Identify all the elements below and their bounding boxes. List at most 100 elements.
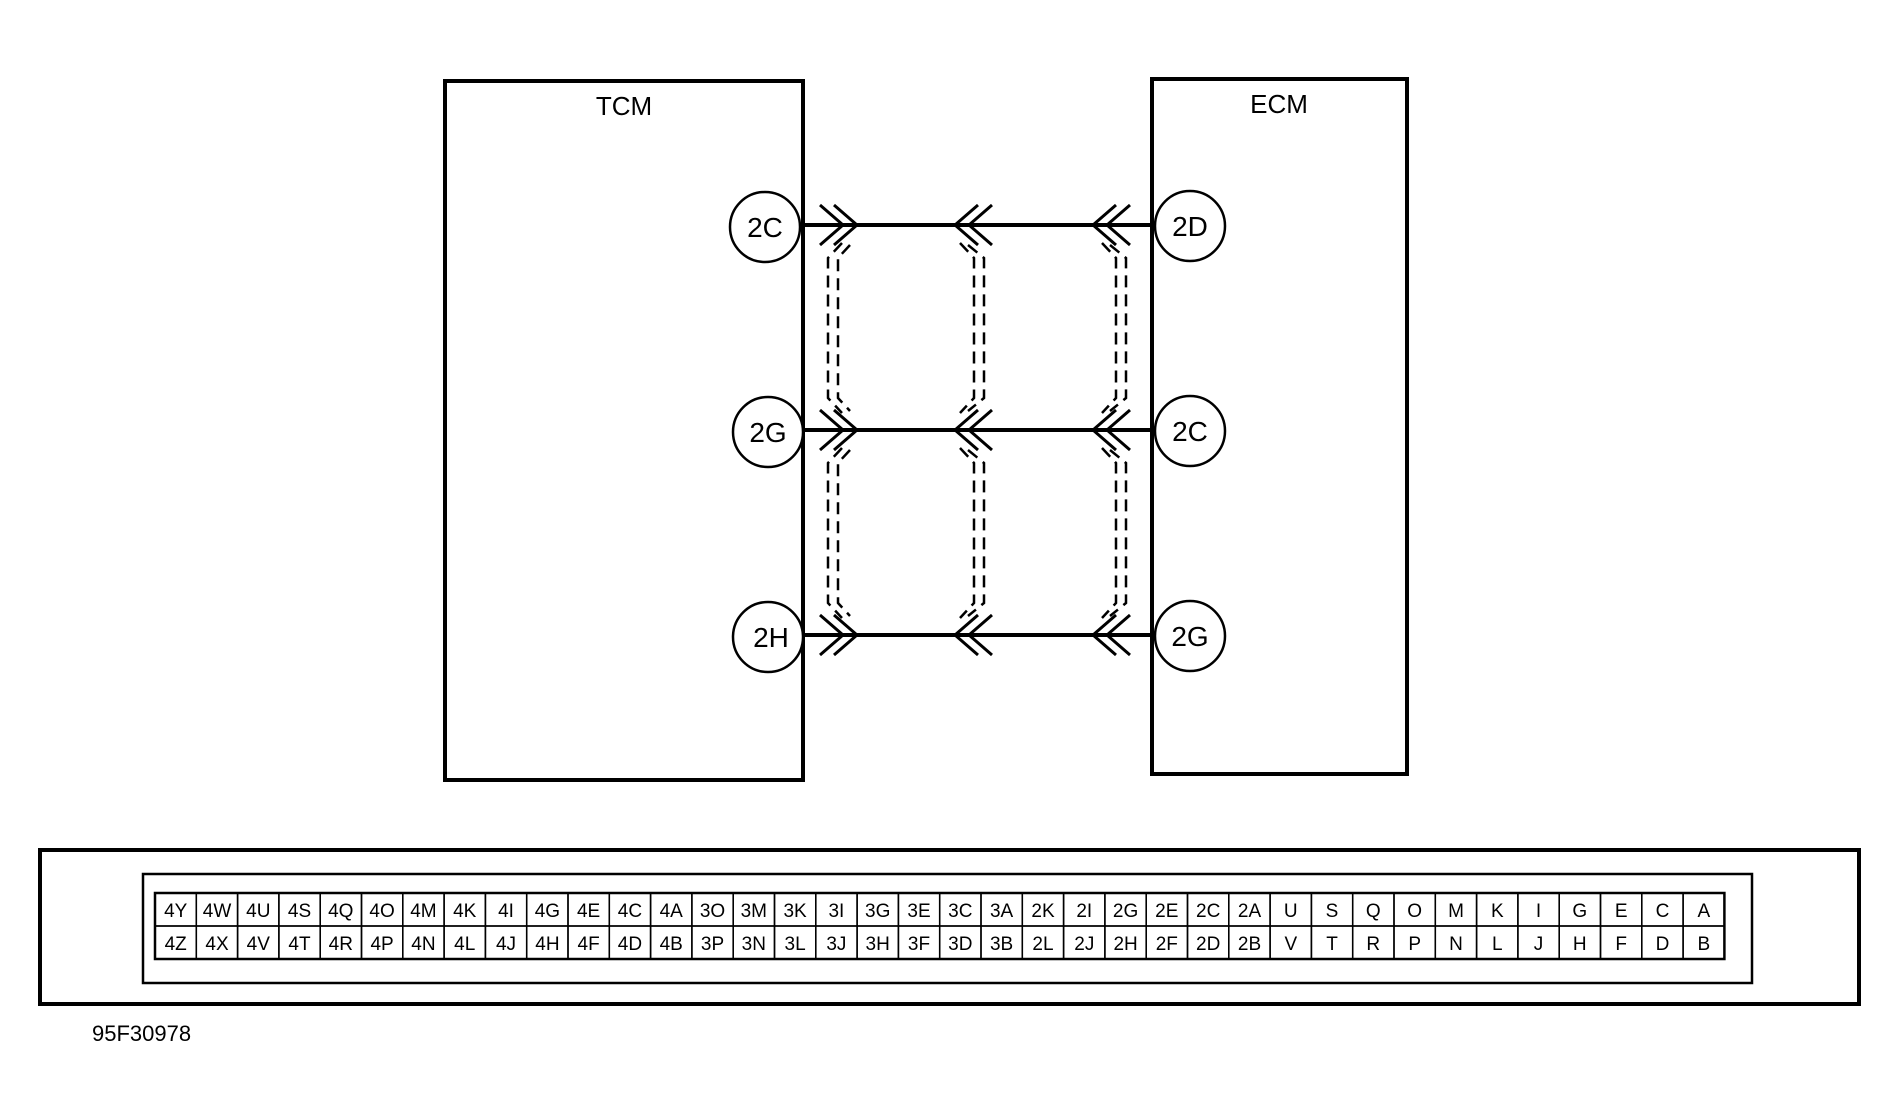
connector-pin-label: K (1491, 901, 1504, 922)
connector-chevrons (819, 203, 1131, 657)
connector-pin-label: F (1615, 934, 1627, 955)
connector-outer-frame (38, 848, 1861, 1006)
ecm-pin-1: 2D (1153, 189, 1227, 263)
connector-pin-label: J (1534, 934, 1544, 955)
tcm-pin-2: 2G (731, 395, 805, 469)
connector-pin-label: 4H (535, 934, 559, 955)
connector-pin-label: C (1656, 901, 1670, 922)
connector-pin-label: 4C (618, 901, 642, 922)
ecm-pin-1-label: 2D (1172, 211, 1208, 242)
connector-pin-label: M (1448, 901, 1464, 922)
connector-pin-label: 2D (1196, 934, 1220, 955)
connector-pin-label: N (1449, 934, 1463, 955)
connector-pin-label: 4E (577, 901, 600, 922)
connector-pin-label: I (1536, 901, 1541, 922)
connector-pin-label: T (1326, 934, 1338, 955)
connector-pin-label: Q (1366, 901, 1381, 922)
ecm-module: ECM (1150, 77, 1409, 776)
connector-pin-label: 4T (288, 934, 311, 955)
tcm-pins: 2C 2G 2H (728, 190, 805, 674)
connector-pin-label: 4N (411, 934, 435, 955)
tcm-pin-1-label: 2C (747, 212, 783, 243)
connector-pin-label: L (1492, 934, 1503, 955)
connector-pin-label: 4B (660, 934, 683, 955)
connector-pin-label: O (1407, 901, 1422, 922)
connector-pin-label: 2I (1076, 901, 1092, 922)
connector-pin-label: 4R (329, 934, 353, 955)
connector-pin-label: 3B (990, 934, 1013, 955)
connector-pin-label: 4I (498, 901, 514, 922)
connector-pin-label: 4Q (328, 901, 353, 922)
connector-pin-label: 2L (1032, 934, 1053, 955)
shield-lines (826, 242, 1128, 619)
connector-pin-label: E (1615, 901, 1628, 922)
ecm-pin-2: 2C (1153, 394, 1227, 468)
connector-pin-label: 4K (453, 901, 477, 922)
connector-pin-label: 2F (1156, 934, 1178, 955)
ecm-pins: 2D 2C 2G (1153, 189, 1227, 673)
connector-pin-label: 3A (990, 901, 1014, 922)
connector-pin-label: 3I (828, 901, 844, 922)
connector-pin-label: R (1366, 934, 1380, 955)
connector-pin-label: 4V (247, 934, 271, 955)
tcm-pin-3: 2H (731, 600, 805, 674)
connector-pin-label: 4W (203, 901, 232, 922)
connector-pin-label: 4Z (165, 934, 188, 955)
ecm-pin-3-label: 2G (1171, 621, 1208, 652)
connector-pin-label: 4S (288, 901, 311, 922)
connector-pin-label: 3O (700, 901, 725, 922)
connector-pin-label: 2E (1155, 901, 1178, 922)
figure-id: 95F30978 (92, 1021, 191, 1046)
connector-pin-label: 2K (1031, 901, 1055, 922)
connector-pin-label: 4M (410, 901, 436, 922)
connector-pin-label: 4P (370, 934, 393, 955)
connector-inner-frame (141, 872, 1754, 985)
connector-pin-label: 2H (1113, 934, 1137, 955)
connector-pin-label: 4J (496, 934, 516, 955)
connector-pin-label: 4F (578, 934, 600, 955)
connector-pin-label: 3G (865, 901, 890, 922)
connector-pin-label: 3C (948, 901, 972, 922)
connector-pin-label: 3P (701, 934, 724, 955)
connector-pin-label: 4U (246, 901, 270, 922)
tcm-pin-2-label: 2G (749, 417, 786, 448)
connector-pin-label: 3H (866, 934, 890, 955)
connector-pin-label: 2C (1196, 901, 1220, 922)
connector-pin-label: 4O (369, 901, 394, 922)
connector-pin-label: 3M (741, 901, 767, 922)
connector-pin-label: 3K (783, 901, 807, 922)
connector-pin-cell (1682, 925, 1726, 960)
connector-pin-label: 3J (826, 934, 846, 955)
connector-pin-label: A (1697, 901, 1710, 922)
connector-pin-label: 4Y (164, 901, 188, 922)
connector-pin-label: 2J (1074, 934, 1094, 955)
connector-pin-label: 4G (535, 901, 560, 922)
ecm-box (1150, 77, 1409, 776)
connector-pin-label: 2G (1113, 901, 1138, 922)
connector-pin-label: S (1326, 901, 1339, 922)
connector-pin-label: B (1697, 934, 1710, 955)
connector-pin-label: 4D (618, 934, 642, 955)
connector-pin-label: 4L (454, 934, 475, 955)
connector-pin-label: 4X (205, 934, 229, 955)
connector-pin-label: 3N (742, 934, 766, 955)
connector-pin-label: 2A (1238, 901, 1262, 922)
connector-pin-label: P (1408, 934, 1421, 955)
tcm-pin-3-label: 2H (753, 622, 789, 653)
connector-pin-label: 3E (907, 901, 930, 922)
ecm-pin-2-label: 2C (1172, 416, 1208, 447)
tcm-pin-1: 2C (728, 190, 802, 264)
connector-pin-label: 3D (948, 934, 972, 955)
ecm-pin-3: 2G (1153, 599, 1227, 673)
connector-pin-label: D (1656, 934, 1670, 955)
connector-pin-label: 3F (908, 934, 930, 955)
connector-pin-label: U (1284, 901, 1298, 922)
connector-pin-label: V (1284, 934, 1297, 955)
ecm-label: ECM (1250, 89, 1308, 119)
connector-pin-label: G (1572, 901, 1587, 922)
tcm-label: TCM (596, 91, 652, 121)
connector-pin-label: 2B (1238, 934, 1261, 955)
